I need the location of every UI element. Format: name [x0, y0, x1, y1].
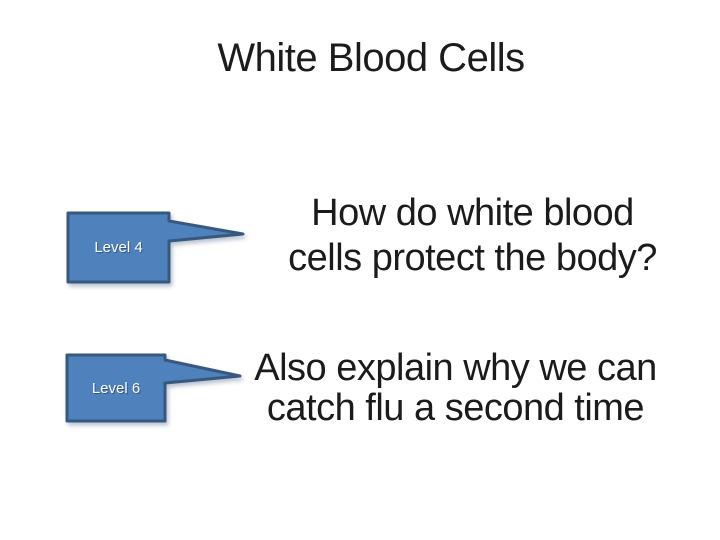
callout-pointer-shape — [65, 353, 242, 423]
callout-pointer-shape — [66, 211, 245, 284]
question-line: How do white blood — [311, 192, 634, 234]
question-line: catch flu a second time — [266, 387, 645, 429]
level-4-callout: Level 4 — [65, 210, 250, 290]
level-4-label: Level 4 — [94, 239, 143, 256]
question-line: Also explain why we can — [254, 347, 657, 389]
level-6-callout: Level 6 — [64, 352, 246, 428]
question-line: cells protect the body? — [288, 237, 657, 279]
slide-title: White Blood Cells — [217, 36, 525, 80]
level-6-label: Level 6 — [91, 379, 141, 397]
level-4-question: How do white blood cells protect the bod… — [280, 191, 665, 281]
level-6-question: Also explain why we can catch flu a seco… — [243, 348, 668, 428]
